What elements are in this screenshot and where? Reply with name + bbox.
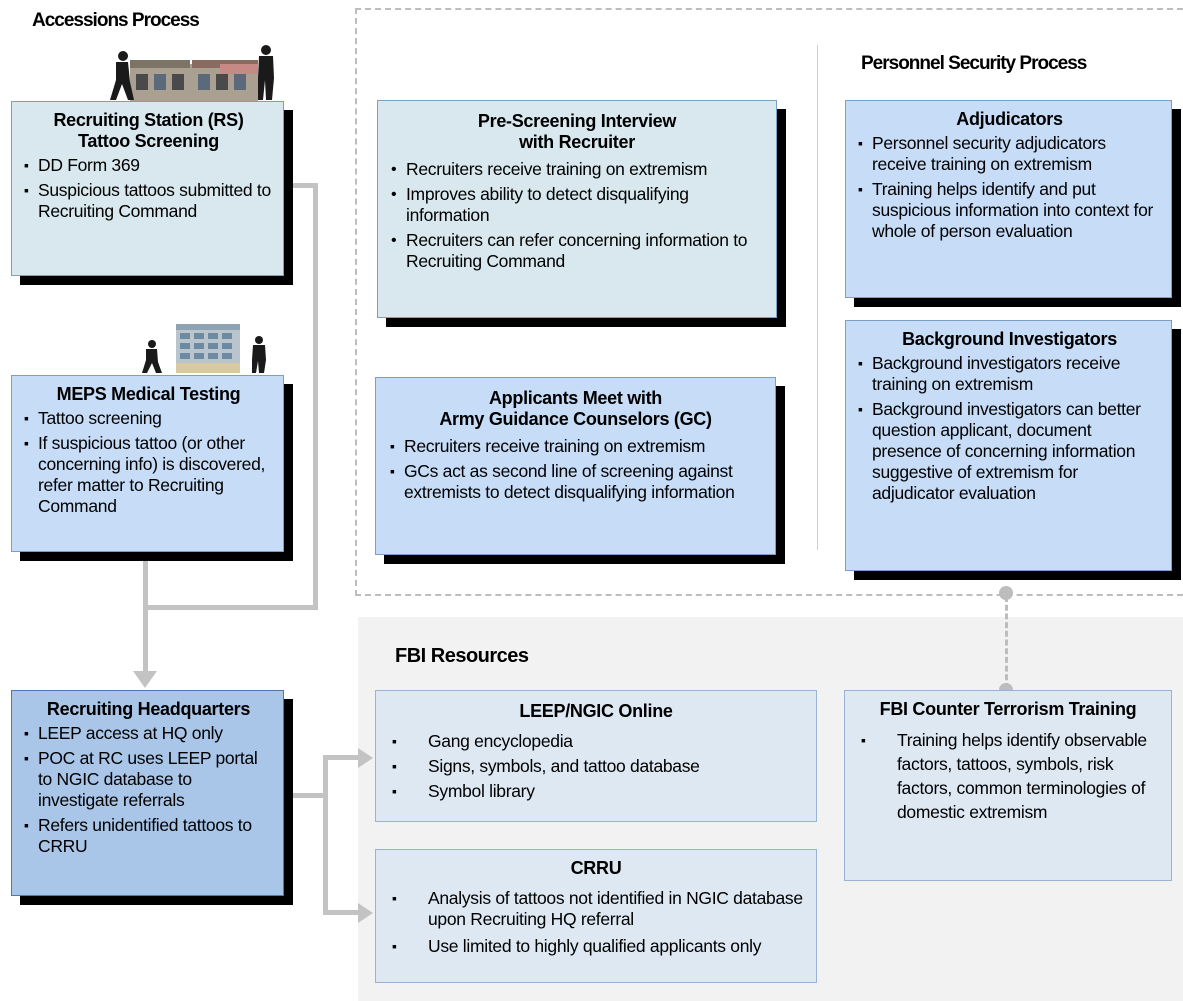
- list-item: Recruiters receive training on extremism: [388, 436, 763, 457]
- list-item: Gang encyclopedia: [384, 731, 808, 752]
- crru-title: CRRU: [570, 858, 622, 878]
- adjudicators-title: Adjudicators: [956, 109, 1063, 129]
- arrow-down-icon: [133, 671, 157, 688]
- personnel-security-process-title: Personnel Security Process: [861, 53, 1087, 74]
- recruiting-hq-title: Recruiting Headquarters: [46, 699, 251, 719]
- connector-hq-right: [283, 793, 328, 798]
- list-item: POC at RC uses LEEP portal to NGIC datab…: [22, 748, 275, 811]
- connector-rs-down: [313, 183, 318, 610]
- accessions-process-title: Accessions Process: [32, 10, 200, 31]
- meps-title: MEPS Medical Testing: [56, 384, 241, 404]
- list-item: Signs, symbols, and tattoo database: [384, 756, 808, 777]
- connector-to-hq: [143, 605, 148, 672]
- screening-region-border: [355, 8, 1183, 596]
- arrow-right-icon: [358, 748, 373, 768]
- guidance-counselors-title: Applicants Meet with Army Guidance Couns…: [439, 388, 712, 429]
- recruiting-headquarters-box: Recruiting Headquarters LEEP access at H…: [11, 690, 284, 896]
- adjudicators-box: Adjudicators Personnel security adjudica…: [845, 100, 1172, 298]
- list-item: Recruiters receive training on extremism: [390, 159, 764, 180]
- list-item: Tattoo screening: [22, 408, 275, 429]
- recruiting-station-icon: [110, 45, 274, 102]
- process-divider: [817, 45, 818, 550]
- leep-ngic-title: LEEP/NGIC Online: [519, 701, 673, 721]
- list-item: LEEP access at HQ only: [22, 723, 275, 744]
- list-item: Symbol library: [384, 781, 808, 802]
- list-item: DD Form 369: [22, 155, 275, 176]
- list-item: Training helps identify and put suspicio…: [856, 179, 1163, 242]
- list-item: Background investigators receive trainin…: [856, 353, 1163, 395]
- list-item: Personnel security adjudicators receive …: [856, 133, 1163, 175]
- connector-hq-vertical: [323, 755, 328, 915]
- list-item: Use limited to highly qualified applican…: [384, 936, 808, 957]
- fbi-ct-title: FBI Counter Terrorism Training: [879, 699, 1137, 719]
- list-item: Suspicious tattoos submitted to Recruiti…: [22, 180, 275, 222]
- connector-merge: [143, 605, 318, 610]
- list-item: Recruiters can refer concerning informat…: [390, 230, 764, 272]
- pre-screening-interview-box: Pre-Screening Interview with Recruiter R…: [377, 100, 777, 318]
- list-item: GCs act as second line of screening agai…: [388, 461, 763, 503]
- crru-box: CRRU Analysis of tattoos not identified …: [375, 849, 817, 983]
- list-item: Training helps identify observable facto…: [853, 728, 1163, 824]
- leep-ngic-online-box: LEEP/NGIC Online Gang encyclopedia Signs…: [375, 690, 817, 822]
- list-item: Improves ability to detect disqualifying…: [390, 184, 764, 226]
- dashed-link: [1005, 596, 1008, 689]
- guidance-counselors-box: Applicants Meet with Army Guidance Couns…: [375, 377, 776, 555]
- link-dot-top: [999, 586, 1013, 600]
- recruiting-station-box: Recruiting Station (RS) Tattoo Screening…: [11, 101, 284, 276]
- recruiting-station-title: Recruiting Station (RS) Tattoo Screening: [53, 110, 244, 151]
- connector-meps-down: [143, 552, 148, 610]
- connector-to-leep: [323, 755, 360, 760]
- list-item: If suspicious tattoo (or other concernin…: [22, 433, 275, 517]
- fbi-counter-terrorism-training-box: FBI Counter Terrorism Training Training …: [844, 690, 1172, 881]
- connector-to-crru: [323, 910, 360, 915]
- list-item: Background investigators can better ques…: [856, 399, 1163, 504]
- background-investigators-title: Background Investigators: [902, 329, 1117, 349]
- pre-screening-title: Pre-Screening Interview with Recruiter: [477, 111, 677, 152]
- meps-building-icon: [142, 324, 266, 373]
- list-item: Analysis of tattoos not identified in NG…: [384, 888, 808, 930]
- background-investigators-box: Background Investigators Background inve…: [845, 320, 1172, 571]
- connector-rs-right: [283, 183, 318, 188]
- list-item: Refers unidentified tattoos to CRRU: [22, 815, 275, 857]
- meps-medical-testing-box: MEPS Medical Testing Tattoo screening If…: [11, 375, 284, 552]
- arrow-right-icon: [358, 903, 373, 923]
- fbi-resources-title: FBI Resources: [395, 645, 529, 667]
